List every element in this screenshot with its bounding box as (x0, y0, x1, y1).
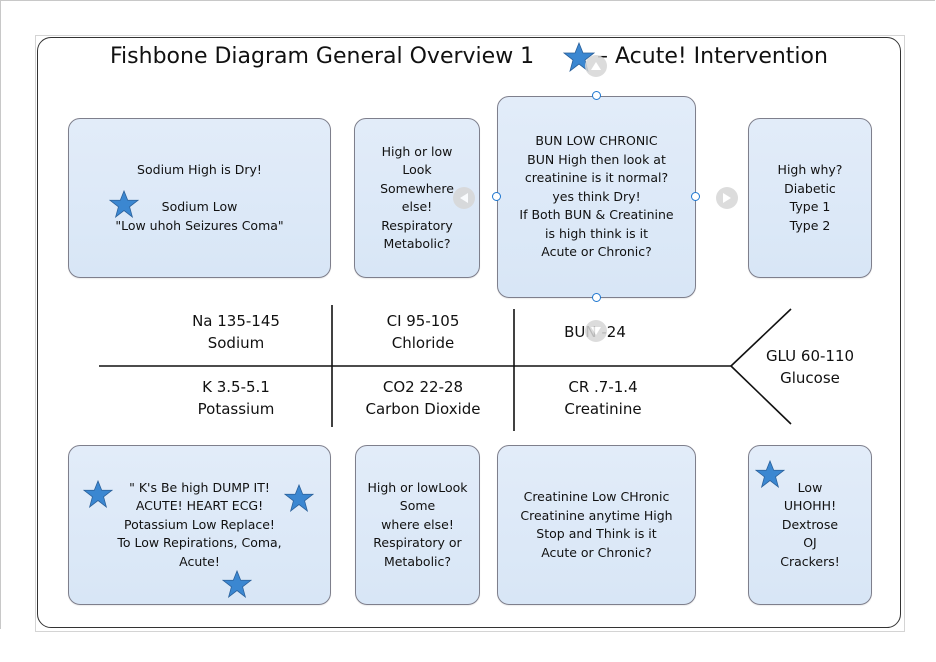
legend-star-icon (563, 42, 595, 72)
star-icon (109, 190, 139, 218)
star-icon (222, 570, 252, 598)
bone-label-co2: CO2 22-28 Carbon Dioxide (365, 378, 481, 418)
connect-up-button[interactable] (585, 55, 607, 77)
note-text: High or low Look Somewhere else! Respira… (380, 143, 454, 252)
note-text: Creatinine Low CHronic Creatinine anytim… (520, 489, 673, 560)
note-text: High or lowLook Some where else! Respira… (367, 479, 468, 569)
bone-label-sodium: Na 135-145 Sodium (192, 312, 280, 352)
bone-label-chloride: CI 95-105 Chloride (386, 312, 460, 352)
bone-label-potassium: K 3.5-5.1 Potassium (197, 378, 275, 418)
arrow-right-icon (723, 193, 731, 203)
note-box-potassium[interactable]: " K's Be high DUMP IT! ACUTE! HEART ECG!… (68, 445, 331, 605)
connect-down-button[interactable] (585, 320, 607, 342)
note-text: Low UHOHH! Dextrose OJ Crackers! (780, 479, 840, 569)
note-box-co2[interactable]: High or lowLook Some where else! Respira… (355, 445, 480, 605)
note-box-glucose-high[interactable]: High why? Diabetic Type 1 Type 2 (748, 118, 872, 278)
note-text: BUN LOW CHRONIC BUN High then look at cr… (519, 133, 674, 260)
note-box-creatinine[interactable]: Creatinine Low CHronic Creatinine anytim… (497, 445, 696, 605)
legend-text: – Acute! Intervention (597, 44, 828, 69)
arrow-up-icon (591, 62, 601, 70)
head-label-glucose: GLU 60-110 Glucose (765, 347, 855, 387)
note-box-sodium[interactable]: Sodium High is Dry! Sodium Low "Low uhoh… (68, 118, 331, 278)
star-icon (284, 484, 314, 512)
diagram-title: Fishbone Diagram General Overview 1 (110, 44, 535, 69)
note-text: Sodium High is Dry! Sodium Low "Low uhoh… (115, 162, 284, 233)
arrow-down-icon (591, 327, 601, 335)
resize-handle-left[interactable] (492, 192, 501, 201)
resize-handle-bottom[interactable] (592, 293, 601, 302)
arrow-left-icon (460, 193, 468, 203)
resize-handle-top[interactable] (592, 91, 601, 100)
note-text: " K's Be high DUMP IT! ACUTE! HEART ECG!… (117, 479, 282, 569)
star-icon (755, 460, 785, 488)
diagram-frame (37, 37, 901, 628)
star-icon (83, 480, 113, 508)
page-boundary (35, 35, 905, 632)
bone-label-creatinine: CR .7-1.4 Creatinine (564, 378, 642, 418)
note-box-bun[interactable]: BUN LOW CHRONIC BUN High then look at cr… (497, 96, 696, 298)
connect-left-button[interactable] (453, 187, 475, 209)
fishbone-head-upper (730, 308, 792, 367)
page-edge (0, 0, 935, 629)
note-text: High why? Diabetic Type 1 Type 2 (777, 162, 843, 233)
connect-right-button[interactable] (716, 187, 738, 209)
resize-handle-right[interactable] (691, 192, 700, 201)
fishbone-head-lower (730, 365, 792, 425)
